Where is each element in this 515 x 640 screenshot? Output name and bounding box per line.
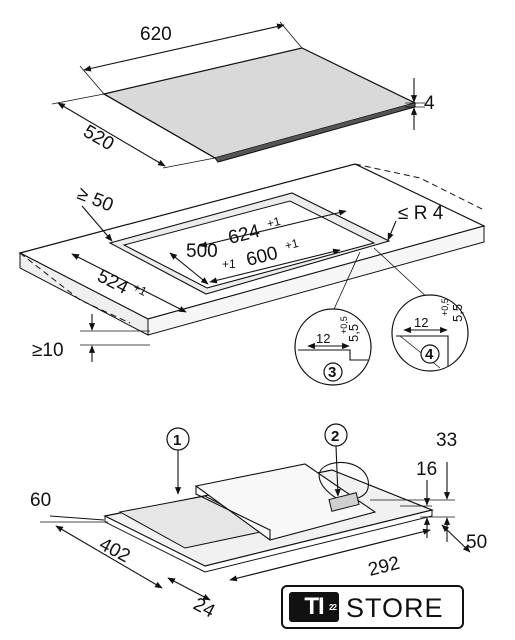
dim-radius-arrow [387, 220, 397, 241]
ext-line [162, 157, 216, 169]
detail-3-depth: 5,5 [346, 324, 361, 342]
logo-mark-sup: 22 [329, 603, 337, 612]
hob-top-view: 620 520 4 [51, 21, 435, 169]
connection-box [328, 492, 360, 512]
dim-min-distance: ≥ 50 [74, 183, 116, 216]
detail-4-badge [420, 344, 440, 364]
worktop-dashed-edge [354, 163, 485, 211]
detail-4-width: 12 [414, 315, 428, 330]
dim-outer-depth-tol: +1 [131, 280, 150, 299]
dim-60: 60 [30, 490, 51, 511]
ext-line [279, 21, 303, 49]
dim-292-line [229, 528, 431, 582]
dim-inner-depth: 500 [186, 241, 218, 262]
dim-50-line [441, 524, 471, 553]
detail-3-profile [298, 349, 368, 361]
dim-depth-520: 520 [80, 121, 118, 155]
worktop-dashed-edge [19, 252, 131, 324]
dim-33: 33 [436, 430, 457, 451]
dim-inner-depth-tol: +1 [222, 257, 236, 271]
store-logo: TI 22 STORE [281, 585, 464, 629]
dim-radius: ≤ R 4 [398, 203, 444, 224]
detail-4-label: 4 [425, 346, 434, 363]
power-cable [318, 461, 369, 501]
dim-thickness-4: 4 [424, 93, 435, 114]
detail-4-tol: +0,5 [440, 298, 450, 316]
dim-min-worktop: ≥10 [32, 340, 64, 361]
dim-16: 16 [416, 459, 437, 480]
callout-1: 1 [173, 432, 181, 449]
dim-60-line [49, 515, 105, 521]
detail-3-width: 12 [316, 331, 330, 346]
ext-line [51, 93, 105, 105]
detail-3-view: 12 5,5 +0,5 3 [294, 308, 372, 386]
dim-outer-depth-line [71, 253, 187, 313]
dim-min-distance-arrow [81, 205, 113, 242]
detail-4-view: 12 5,5 +0,5 4 [391, 294, 469, 372]
dim-inner-width-line [209, 248, 341, 284]
dim-50: 50 [466, 532, 487, 553]
detail-3-tol: +0,5 [339, 316, 349, 334]
detail-3-label: 3 [328, 364, 336, 381]
worktop-cutout-view: ≥ 50 ≤ R 4 624 +1 600 +1 500 +1 524 +1 ≥… [18, 163, 486, 362]
dim-width-620: 620 [140, 24, 172, 45]
logo-text: STORE [346, 593, 444, 623]
underside-glass-edge [104, 510, 433, 573]
logo-mark-text: TI [304, 593, 324, 620]
callout-2-leader [334, 445, 341, 497]
ext-line [79, 65, 105, 95]
detail-4-profile [396, 335, 449, 366]
detail-leader-3 [329, 251, 361, 319]
detail-4-depth: 5,5 [450, 304, 465, 322]
dim-24: 24 [190, 594, 219, 623]
hob-glass-plate [102, 47, 417, 159]
dim-292: 292 [366, 553, 402, 581]
dim-width-line [83, 23, 285, 72]
logo-mark: TI 22 [289, 592, 339, 622]
housing-right [194, 463, 377, 541]
dim-outer-width-line [199, 209, 347, 248]
dim-24-line [167, 577, 211, 601]
detail-leader-4 [373, 247, 431, 301]
dim-402-line [55, 525, 163, 589]
callout-2: 2 [331, 428, 339, 445]
dim-depth-line [57, 102, 166, 167]
detail-3-badge [323, 362, 343, 382]
dim-402: 402 [96, 534, 134, 567]
dim-inner-width-tol: +1 [283, 236, 300, 253]
hob-plate-bottom-edge [214, 103, 416, 163]
dim-outer-width-tol: +1 [265, 214, 282, 231]
